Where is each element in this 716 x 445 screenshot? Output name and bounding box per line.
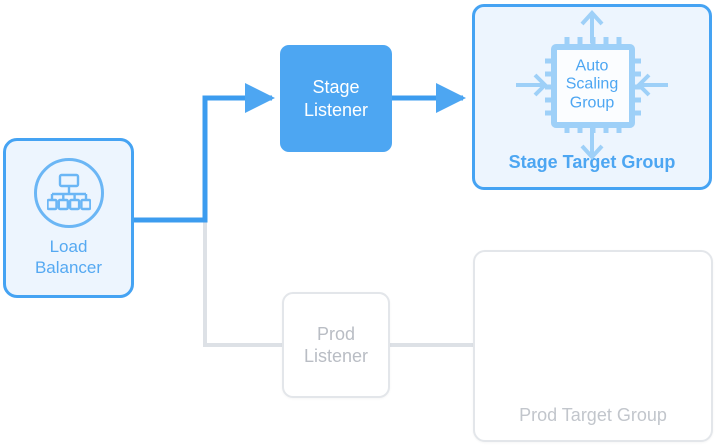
prod-listener-label: Prod Listener <box>303 323 369 367</box>
node-prod-target-group[interactable]: Prod Target Group <box>473 250 713 442</box>
prod-target-group-label: Prod Target Group <box>519 404 667 425</box>
auto-scaling-group-chip-icon <box>516 10 668 160</box>
auto-scaling-group-label: Auto Scaling Group <box>565 57 619 112</box>
stage-target-group-label: Stage Target Group <box>508 151 676 172</box>
connector-load-balancer-to-stage-listener <box>133 83 275 223</box>
stage-listener-label: Stage Listener <box>303 77 369 120</box>
load-balancer-hierarchy-icon <box>33 157 104 228</box>
node-load-balancer[interactable]: Load Balancer <box>3 138 134 298</box>
connector-load-balancer-to-prod-listener <box>203 220 282 347</box>
load-balancer-label: Load Balancer <box>34 236 103 277</box>
node-prod-listener[interactable]: Prod Listener <box>282 292 390 398</box>
node-stage-listener[interactable]: Stage Listener <box>280 45 392 152</box>
node-stage-target-group[interactable]: Auto Scaling Group Stage Target Group <box>472 4 712 190</box>
